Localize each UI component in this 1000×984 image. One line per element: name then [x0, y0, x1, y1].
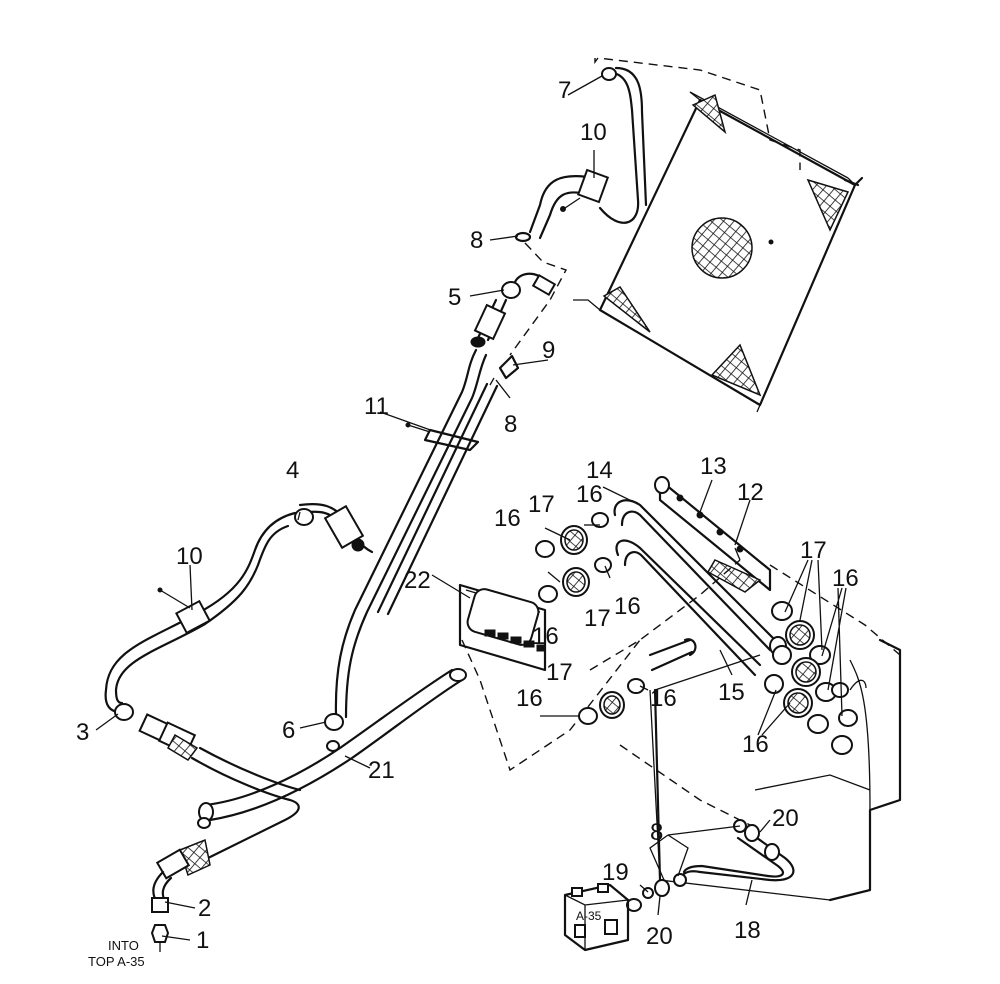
- callout-2: 2: [198, 895, 211, 922]
- note-into-top-a35: INTO TOP A-35: [88, 938, 145, 969]
- callout-8c: 8: [650, 819, 663, 846]
- pipes-14-15: [613, 499, 787, 677]
- callout-16h: 16: [742, 731, 769, 758]
- valve-a35: A-35: [563, 883, 630, 952]
- long-pressure-pipes: [324, 348, 520, 752]
- callout-16e: 16: [516, 685, 543, 712]
- callout-22: 22: [404, 567, 431, 594]
- leader-lines: [95, 75, 847, 941]
- callout-5: 5: [448, 284, 461, 311]
- callout-16b: 16: [576, 481, 603, 508]
- callout-19: 19: [602, 859, 629, 886]
- callout-8b: 8: [504, 411, 517, 438]
- callout-17d: 17: [800, 537, 827, 564]
- manifold-12-13: [654, 476, 772, 593]
- lower-piping-18-20: [626, 819, 795, 912]
- callout-10a: 10: [580, 119, 607, 146]
- suction-pipe-loop: [104, 503, 374, 761]
- fitting-5: [470, 272, 557, 348]
- cover-ports: [484, 629, 546, 652]
- callout-6: 6: [282, 717, 295, 744]
- callout-16a: 16: [494, 505, 521, 532]
- hose-21: [150, 668, 467, 952]
- callout-17c: 17: [546, 659, 573, 686]
- callout-20a: 20: [772, 805, 799, 832]
- callout-16c: 16: [532, 623, 559, 650]
- callout-20b: 20: [646, 923, 673, 950]
- callout-16f: 16: [650, 685, 677, 712]
- callout-12: 12: [737, 479, 764, 506]
- cooler-return-pipe: [509, 66, 648, 356]
- callout-1: 1: [196, 927, 209, 954]
- callout-21: 21: [368, 757, 395, 784]
- callout-16g: 16: [832, 565, 859, 592]
- callout-11: 11: [364, 393, 389, 420]
- callout-9: 9: [542, 337, 555, 364]
- callout-3: 3: [76, 719, 89, 746]
- note-line-2: TOP A-35: [88, 954, 145, 969]
- note-line-1: INTO: [108, 938, 139, 953]
- callout-16d: 16: [614, 593, 641, 620]
- callout-17b: 17: [584, 605, 611, 632]
- callout-7: 7: [558, 77, 571, 104]
- fittings-16-17-center: [535, 512, 645, 725]
- valve-a35-label: A-35: [576, 909, 602, 923]
- oil-cooler: [573, 57, 864, 413]
- callout-18: 18: [734, 917, 761, 944]
- callout-13: 13: [700, 453, 727, 480]
- valve-cover-22: [458, 583, 641, 772]
- callout-17a: 17: [528, 491, 555, 518]
- callout-14: 14: [586, 457, 613, 484]
- callout-8a: 8: [470, 227, 483, 254]
- callout-10b: 10: [176, 543, 203, 570]
- callout-15: 15: [718, 679, 745, 706]
- valve-bank-ports: [764, 601, 867, 755]
- callout-numbers: 1 2 3 4 5 6 7 8 8 8 9 10 10 11 12 13 14 …: [76, 77, 859, 954]
- callout-4: 4: [286, 457, 299, 484]
